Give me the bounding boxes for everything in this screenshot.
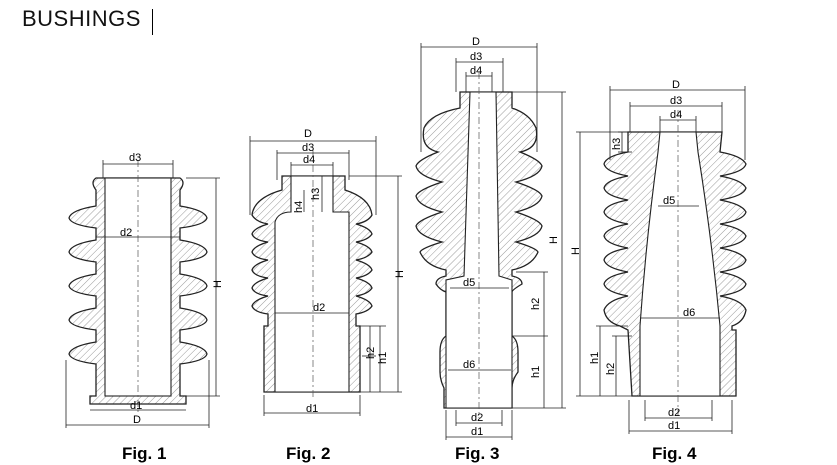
label-d4: d4 (470, 65, 482, 77)
label-h3: h3 (611, 138, 623, 150)
label-d4: d4 (303, 154, 315, 166)
label-D: D (472, 36, 480, 48)
label-d1: d1 (306, 403, 318, 415)
label-H: H (570, 247, 582, 255)
label-d1: d1 (471, 426, 483, 438)
label-d2: d2 (668, 407, 680, 419)
label-d3: d3 (670, 95, 682, 107)
label-h4: h4 (293, 201, 305, 213)
caption-fig2: Fig. 2 (286, 444, 330, 463)
label-d3: d3 (129, 152, 141, 164)
fig2-bore (274, 175, 350, 393)
label-h1: h1 (377, 352, 389, 364)
fig4-bore (639, 131, 721, 397)
label-h2: h2 (605, 363, 617, 375)
label-D: D (133, 414, 141, 426)
label-H: H (394, 270, 406, 278)
label-h1: h1 (589, 352, 601, 364)
label-d1: d1 (668, 420, 680, 432)
label-d5: d5 (463, 277, 475, 289)
label-h2: h2 (365, 347, 377, 359)
figure-2: D d3 d4 h4 h3 H d2 h2 h1 d1 Fig. 2 (249, 128, 406, 463)
figure-3: D d3 d4 H d5 h2 d6 h1 d2 d1 Fig. 3 (415, 36, 566, 463)
caption-fig3: Fig. 3 (455, 444, 499, 463)
label-h1: h1 (530, 366, 542, 378)
figure-1: d3 d2 H d1 D Fig. 1 (65, 152, 224, 463)
label-d1: d1 (130, 400, 142, 412)
label-h2: h2 (530, 298, 542, 310)
label-d2: d2 (120, 227, 132, 239)
label-d2: d2 (471, 412, 483, 424)
label-H: H (548, 236, 560, 244)
label-h3: h3 (310, 188, 322, 200)
label-H: H (212, 280, 224, 288)
label-d2: d2 (313, 302, 325, 314)
caption-fig4: Fig. 4 (652, 444, 697, 463)
text-cursor (152, 9, 153, 35)
label-d3: d3 (470, 51, 482, 63)
label-D: D (672, 79, 680, 91)
label-d4: d4 (670, 109, 682, 121)
label-d5: d5 (663, 195, 675, 207)
caption-fig1: Fig. 1 (122, 444, 166, 463)
figure-4: D d3 d4 h3 d5 H d6 h1 h2 d2 d1 Fig. 4 (570, 79, 747, 463)
label-d6: d6 (683, 307, 695, 319)
label-d6: d6 (463, 359, 475, 371)
label-d3: d3 (302, 142, 314, 154)
label-D: D (304, 128, 312, 140)
page-title: BUSHINGS (22, 6, 141, 31)
